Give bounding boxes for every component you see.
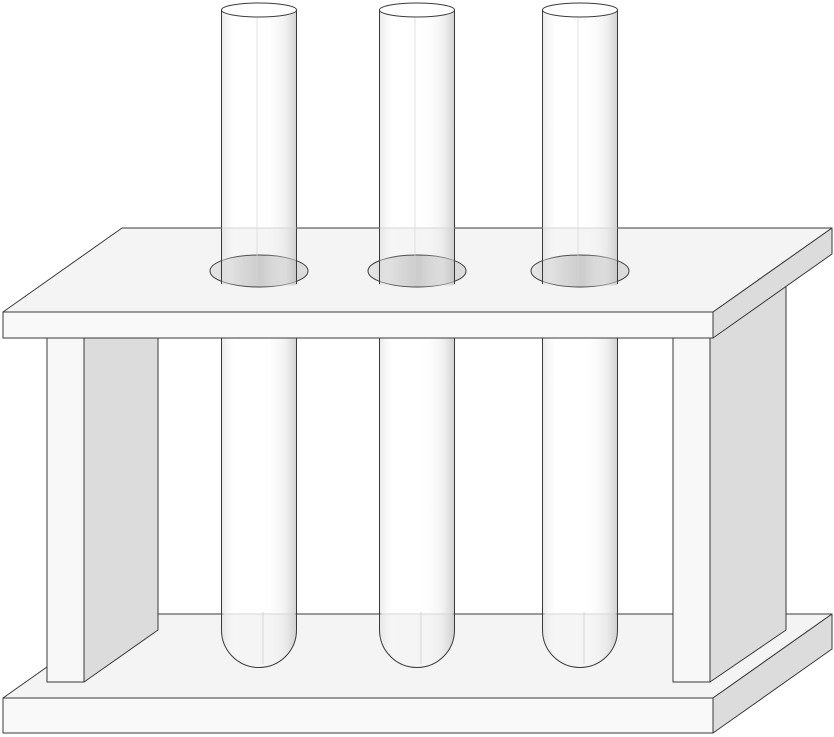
right-post-front (672, 337, 711, 683)
test-tube-lower-1 (221, 337, 297, 668)
test-tube-glass (221, 10, 297, 287)
test-tube-glass (379, 10, 455, 287)
test-tube-mouth (542, 2, 618, 18)
test-tube-mouth (221, 2, 297, 18)
right-post-side (709, 285, 787, 683)
rack-top-plate (2, 227, 833, 339)
test-tube-upper-1 (209, 2, 309, 288)
test-tube-body (221, 337, 297, 668)
test-tubes-lower (221, 337, 618, 668)
test-tube-upper-2 (367, 2, 467, 288)
test-tube-mouth (379, 2, 455, 18)
left-post-side (83, 337, 159, 683)
base-front-face (2, 697, 714, 734)
test-tube-glass (542, 10, 618, 287)
test-tubes-upper (209, 2, 630, 288)
top-plate-front-face (2, 311, 714, 339)
test-tube-body (379, 337, 455, 668)
right-post (672, 285, 787, 683)
test-tube-body (542, 337, 618, 668)
test-tube-upper-3 (530, 2, 630, 288)
left-post (46, 337, 159, 683)
test-tube-lower-2 (379, 337, 455, 668)
left-post-front (46, 337, 85, 683)
test-tube-lower-3 (542, 337, 618, 668)
